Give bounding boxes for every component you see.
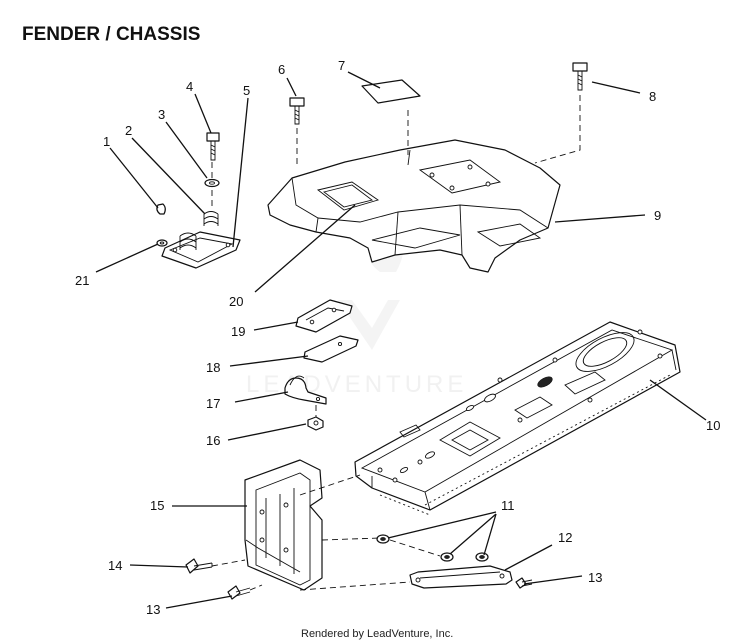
callout-7[interactable]: 7 [338,58,345,73]
callout-12[interactable]: 12 [558,530,572,545]
callout-21[interactable]: 21 [75,273,89,288]
callout-8[interactable]: 8 [649,89,656,104]
callout-9[interactable]: 9 [654,208,661,223]
diagram-title: FENDER / CHASSIS [22,24,200,45]
callout-6[interactable]: 6 [278,62,285,77]
callout-11[interactable]: 11 [501,498,515,513]
leader-lines [95,71,707,609]
chassis-frame-part [354,321,681,516]
nut-16-part [307,416,324,431]
callout-2[interactable]: 2 [125,123,132,138]
callout-16[interactable]: 16 [206,433,220,448]
clip-17-part [284,375,327,405]
support-bar-part [409,565,513,589]
bolt-8-part [572,62,588,91]
bolt-4-part [206,132,220,161]
callout-4[interactable]: 4 [186,79,193,94]
callout-1[interactable]: 1 [103,134,110,149]
callout-10[interactable]: 10 [706,418,720,433]
fender-part [267,139,561,273]
callout-3[interactable]: 3 [158,107,165,122]
hitch-plate-part [244,459,323,591]
bracket-19-part [295,299,353,333]
bolt-14-part [185,558,213,574]
washer-part [204,178,220,188]
callout-19[interactable]: 19 [231,324,245,339]
footer-credit: Rendered by LeadVenture, Inc. [301,628,453,640]
callout-18[interactable]: 18 [206,360,220,375]
spring-part [203,211,219,226]
seat-bracket-part [161,231,241,269]
bolt-6-part [289,97,305,125]
plate-18-part [303,335,359,363]
callout-20[interactable]: 20 [229,294,243,309]
nut-21-part [156,239,168,247]
callout-5[interactable]: 5 [243,83,250,98]
callout-13-right[interactable]: 13 [588,570,602,585]
bolt-13-left-part [227,585,251,600]
callout-13-left[interactable]: 13 [146,602,160,617]
pin-part [156,203,166,215]
callout-17[interactable]: 17 [206,396,220,411]
callout-14[interactable]: 14 [108,558,122,573]
callout-15[interactable]: 15 [150,498,164,513]
